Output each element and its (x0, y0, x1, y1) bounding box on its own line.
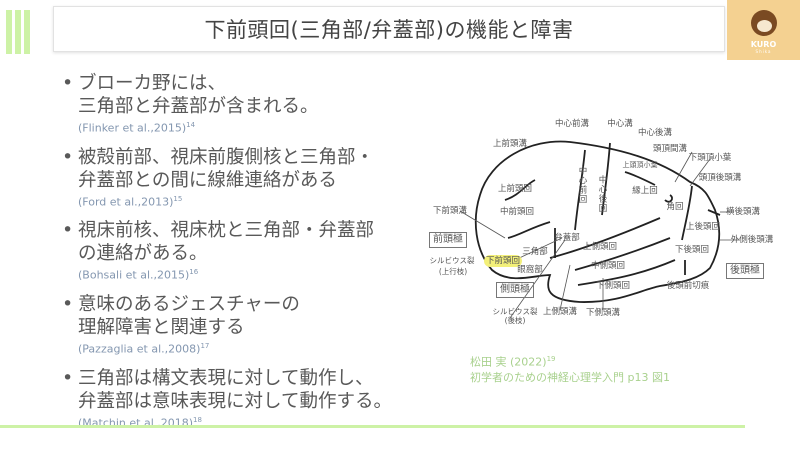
label: 頭頂間溝 (652, 144, 688, 154)
label: 三角部 (522, 247, 548, 257)
bullet-item: 意味のあるジェスチャーの 理解障害と関連する (Pazzaglia et al.,… (60, 293, 450, 357)
bullet-item: 三角部は構文表現に対して動作し、 弁蓋部は意味表現に対して動作する。(Match… (60, 367, 450, 431)
label: 下頭頂小葉 (688, 153, 732, 163)
caption-author: 松田 実 (2022) (470, 355, 547, 369)
frontal-pole-box: 前頭極 (429, 232, 467, 248)
figure-caption: 松田 実 (2022)19 初学者のための神経心理学入門 p13 図1 (470, 352, 670, 385)
temporal-pole-box: 側頭極 (496, 282, 534, 298)
bullet-text: 三角部は構文表現に対して動作し、 弁蓋部は意味表現に対して動作する。 (78, 367, 392, 412)
label: 弁蓋部 (554, 233, 580, 243)
label: 中心前回 (577, 166, 587, 204)
label: 下側頭溝 (585, 308, 621, 318)
brain-outline (459, 140, 740, 319)
caption-ref: 19 (546, 355, 556, 363)
label: 後頭前切痕 (666, 281, 710, 291)
citation: (Ford et al.,2013)15 (78, 194, 183, 209)
label: 下前頭溝 (432, 206, 468, 216)
citation: (Pazzaglia et al.,2008)17 (78, 341, 210, 356)
bullet-item: ブローカ野には、 三角部と弁蓋部が含まれる。 (Flinker et al.,20… (60, 72, 450, 136)
decor-bar (6, 10, 12, 54)
label: 角回 (666, 202, 684, 212)
label: 縁上回 (632, 186, 658, 196)
bullet-text: 視床前核、視床枕と三角部・弁蓋部 の連絡がある。 (78, 220, 375, 265)
label: 中心後溝 (637, 128, 673, 138)
logo-text: KURO (750, 40, 777, 49)
label: (上行枝) (438, 267, 468, 276)
slide-title: 下前頭回(三角部/弁蓋部)の機能と障害 (204, 18, 574, 42)
bullet-text: 被殻前部、視床前腹側核と三角部・ 弁蓋部との間に線維連絡がある (78, 146, 375, 191)
label: 中心前溝 (554, 119, 590, 129)
label: 中心溝 (607, 119, 633, 129)
label: 中前頭回 (499, 207, 535, 217)
label: シルビウス裂 (429, 256, 475, 265)
citation: (Bohsali et al.,2015)16 (78, 268, 199, 282)
label: 上後頭回 (685, 222, 721, 232)
brain-diagram: 中心前溝 中心溝 中心後溝 上前頭溝 頭頂間溝 下頭頂小葉 上頭頂小葉 中心前回… (420, 110, 800, 340)
label: 横後頭溝 (725, 207, 761, 217)
title-box: 下前頭回(三角部/弁蓋部)の機能と障害 (53, 6, 725, 52)
citation: (Flinker et al.,2015)14 (78, 121, 196, 135)
bottom-divider (0, 425, 745, 428)
label: 中側頭回 (590, 261, 626, 271)
logo-sub: Shika (755, 49, 772, 54)
bullet-text: ブローカ野には、 三角部と弁蓋部が含まれる。 (78, 73, 319, 117)
bullet-item: 視床前核、視床枕と三角部・弁蓋部 の連絡がある。 (Bohsali et al.,… (60, 219, 450, 283)
label: 下側頭回 (595, 281, 631, 291)
label: 下後頭回 (674, 245, 710, 255)
inferior-frontal-gyrus-highlight: 下前頭回 (483, 255, 523, 267)
decor-bar (15, 10, 21, 54)
bullet-text: 意味のあるジェスチャーの 理解障害と関連する (78, 293, 300, 338)
label: 眼窩部 (517, 265, 543, 275)
decor-bar (24, 10, 30, 54)
label: 中心後回 (597, 175, 607, 213)
label: シルビウス裂 (492, 307, 538, 316)
label: 上頭頂小葉 (622, 161, 658, 169)
occipital-pole-box: 後頭極 (726, 263, 764, 279)
caption-source: 初学者のための神経心理学入門 p13 図1 (470, 370, 670, 384)
label: 上前頭回 (497, 184, 533, 194)
label: 上側頭溝 (542, 307, 578, 317)
label: 上前頭溝 (492, 139, 528, 149)
label: 上側頭回 (582, 242, 618, 252)
label: 頭頂後頭溝 (698, 173, 742, 183)
dog-logo-icon (750, 10, 777, 36)
label: (後枝) (504, 316, 526, 325)
bullet-item: 被殻前部、視床前腹側核と三角部・ 弁蓋部との間に線維連絡がある (Ford et … (60, 146, 450, 210)
bullet-list: ブローカ野には、 三角部と弁蓋部が含まれる。 (Flinker et al.,20… (60, 72, 450, 440)
label: 外側後頭溝 (730, 235, 774, 245)
